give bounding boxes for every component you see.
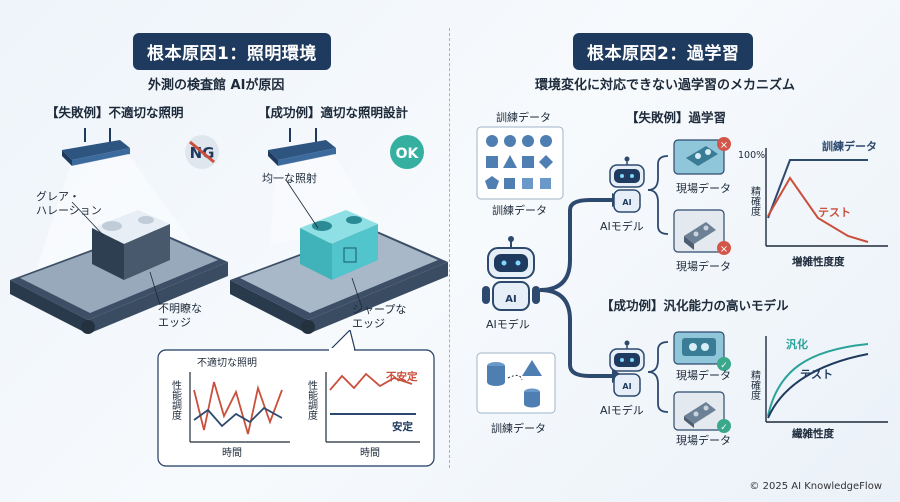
svg-text:×: × <box>720 244 728 255</box>
top-chart-series-test: テスト <box>818 206 851 219</box>
product-box-fail-icon <box>92 210 170 280</box>
ok-check-icon <box>717 357 731 371</box>
field-data-tile-2: × <box>673 209 731 255</box>
unclear-edge-label: 不明瞭な エッジ <box>158 302 202 330</box>
bottom-chart-y-label: 精確度 <box>748 370 760 400</box>
ok-check-icon-2 <box>717 419 731 433</box>
sharp-edge-label: シャープな エッジ <box>352 303 406 331</box>
pentagon-shape-icon <box>485 176 499 189</box>
unstable-label: 不安定 <box>386 371 418 383</box>
svg-text:✓: ✓ <box>720 423 728 433</box>
train-series-line <box>767 159 868 219</box>
inset-y-label-left: 性能調度 <box>169 380 181 420</box>
unclear-edge-line2: エッジ <box>158 315 191 329</box>
inset-x-label-left: 時間 <box>222 448 242 459</box>
bottom-chart-series-general: 汎化 <box>786 338 808 351</box>
field-data-label-3: 現場データ <box>676 369 731 382</box>
ok-badge-icon: OK <box>390 135 424 169</box>
triangle-shape-icon <box>503 155 517 168</box>
train-data-under-label: 訓練データ <box>492 204 547 217</box>
test-series-line <box>767 176 869 243</box>
fail-mark-icon-2 <box>717 241 731 255</box>
copyright: © 2025 AI KnowledgeFlow <box>749 481 882 492</box>
lamp-fail-icon <box>62 128 130 166</box>
generalization-chart <box>765 336 888 423</box>
robot-center-icon: AI <box>482 236 540 311</box>
ai-model-center-label: AIモデル <box>486 318 530 331</box>
field-data-tile-1: × <box>673 137 731 175</box>
field-data-label-2: 現場データ <box>676 260 731 273</box>
train-data-top-label: 訓練データ <box>496 111 551 124</box>
unstable-series-line-right <box>329 372 413 391</box>
inset-left-title: 不適切な照明 <box>197 358 257 369</box>
field-data-tile-3: ✓ <box>673 331 731 371</box>
overfit-chart <box>765 148 888 247</box>
inset-panel <box>157 330 435 467</box>
right-title: 根本原因2：過学習 <box>573 33 754 70</box>
generalize-success-label: 【成功例】汎化能力の高いモデル <box>601 298 789 313</box>
inset-y-label-right: 性能調度 <box>305 380 317 420</box>
bottom-chart-x-label: 繊雑性度 <box>792 428 834 440</box>
unclear-edge-line1: 不明瞭な <box>158 302 202 315</box>
robot-center-badge: AI <box>505 294 516 305</box>
uniform-label: 均一な照射 <box>262 172 317 185</box>
success-example-label: 【成功例】適切な照明設計 <box>258 105 409 120</box>
model-label-bottom: AIモデル <box>600 404 644 417</box>
unstable-series-line <box>193 381 283 435</box>
ok-text: OK <box>396 146 420 162</box>
robot-success-badge: AI <box>622 382 631 391</box>
top-chart-y-label: 精確度 <box>748 186 760 216</box>
left-subtitle: 外測の検査館 AIが原因 <box>148 78 285 93</box>
field-data-label-4: 現場データ <box>676 434 731 447</box>
glare-label-line2: ハレーション <box>36 203 102 217</box>
panel-divider <box>449 28 450 468</box>
circle-shape-icon <box>486 135 498 147</box>
lighting-illustration: NG OK <box>10 128 448 334</box>
left-title: 根本原因1：照明環境 <box>133 33 331 70</box>
robot-fail-icon: AI <box>609 156 645 213</box>
inset-x-label-right: 時間 <box>360 448 380 459</box>
field-data-tile-4: ✓ <box>673 391 731 433</box>
fail-example-label: 【失敗例】不適切な照明 <box>46 105 184 120</box>
overfit-fail-label: 【失敗例】過学習 <box>626 110 727 125</box>
test-series-line-bottom <box>767 353 869 419</box>
top-chart-x-label: 増雑性度度 <box>792 256 845 268</box>
square-shape-icon <box>486 156 498 168</box>
lamp-success-icon <box>268 128 336 166</box>
right-subtitle: 環境変化に対応できない過学習のメカニズム <box>535 78 796 93</box>
robot-success-icon: AI <box>609 340 645 397</box>
stable-label: 安定 <box>392 421 413 433</box>
field-data-connectors <box>647 155 669 413</box>
field-data-label-1: 現場データ <box>676 182 731 195</box>
training-shapes-grid <box>476 126 564 200</box>
model-label-top: AIモデル <box>600 220 644 233</box>
train-data-bottom-label: 訓練データ <box>491 422 546 435</box>
glare-label: グレア・ ハレーション <box>36 190 102 218</box>
sharp-edge-line2: エッジ <box>352 316 385 330</box>
fail-mark-icon <box>717 137 731 151</box>
sharp-edge-line1: シャープな <box>352 303 407 316</box>
bottom-chart-series-test: テスト <box>800 368 833 381</box>
product-box-success-icon <box>300 210 378 280</box>
robot-fail-badge: AI <box>622 198 631 207</box>
training-data-storage-icon <box>476 352 556 414</box>
top-chart-y-tick: 100% <box>738 150 766 161</box>
stable-series-line-left <box>193 406 283 428</box>
svg-text:✓: ✓ <box>720 361 728 371</box>
ng-badge-icon: NG <box>185 135 219 169</box>
diamond-shape-icon <box>539 155 553 169</box>
general-series-line <box>767 343 869 417</box>
top-chart-series-train: 訓練データ <box>822 140 877 153</box>
glare-label-line1: グレア・ <box>36 190 80 203</box>
svg-text:×: × <box>720 140 728 151</box>
